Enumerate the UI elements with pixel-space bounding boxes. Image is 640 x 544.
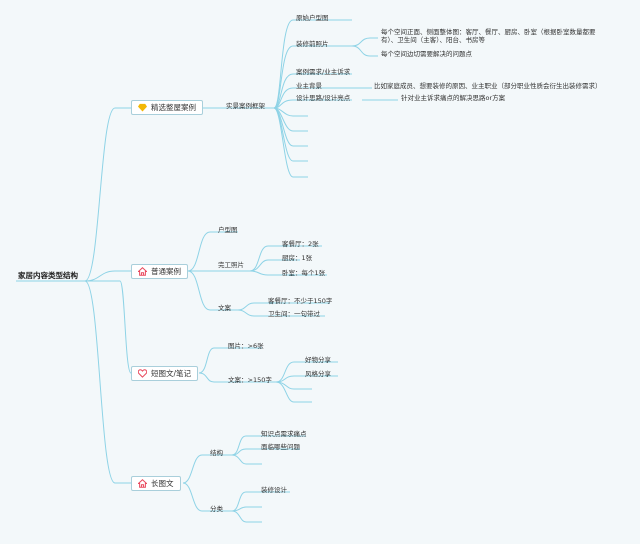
node-images[interactable]: 图片：>6张	[228, 342, 264, 350]
connector	[182, 454, 232, 484]
node-photos-bedroom[interactable]: 卧室：每个1张	[282, 269, 326, 277]
node-category[interactable]: 分类	[210, 505, 223, 513]
connector	[351, 45, 378, 57]
connector	[237, 309, 325, 317]
connector	[249, 270, 327, 276]
connector	[273, 107, 308, 178]
connector	[231, 491, 290, 512]
node-before-photos-detail-2[interactable]: 每个空间边切需要解决的问题点	[381, 50, 472, 58]
connector	[198, 347, 262, 374]
node-finished-photos[interactable]: 完工照片	[218, 261, 244, 269]
connector	[84, 280, 131, 484]
node-owner-requirements[interactable]: 案例需求/业主诉求	[296, 68, 351, 76]
node-photos-living[interactable]: 客餐厅：2张	[282, 240, 319, 248]
node-floorplan[interactable]: 户型图	[218, 226, 238, 234]
connector	[231, 448, 300, 456]
node-product-share[interactable]: 好物分享	[305, 356, 331, 364]
node-before-photos-detail-1[interactable]: 每个空间正面、侧面整体图：客厅、餐厅、厨房、卧室（根据卧室数量都要有）、卫生间（…	[381, 28, 596, 44]
node-copywriting[interactable]: 文案	[218, 304, 231, 312]
connector	[231, 506, 262, 512]
connector	[182, 482, 232, 512]
connector	[275, 381, 312, 390]
node-problems[interactable]: 面临哪些问题	[261, 443, 300, 451]
node-owner-background[interactable]: 业主背景	[296, 82, 322, 90]
connector	[273, 99, 352, 109]
connector	[275, 381, 312, 403]
node-copy-bathroom[interactable]: 卫生间：一句带过	[268, 310, 320, 318]
root-topic[interactable]: 家居内容类型结构	[18, 271, 78, 280]
node-style-share[interactable]: 风格分享	[305, 370, 331, 378]
connector	[273, 107, 308, 147]
branch-label: 普通案例	[151, 267, 181, 276]
node-floorplan[interactable]: 原始户型图	[296, 14, 329, 22]
connector	[198, 372, 276, 383]
node-copywriting[interactable]: 文案：>150字	[228, 376, 272, 384]
home-icon	[138, 267, 147, 276]
node-copy-living[interactable]: 客餐厅：不少于150字	[268, 297, 333, 305]
diamond-icon	[138, 103, 147, 112]
branch-label: 长图文	[151, 479, 174, 488]
node-design-ideas[interactable]: 设计思路/设计亮点	[296, 94, 351, 102]
branch-label: 短图文/笔记	[151, 369, 192, 378]
node-before-photos[interactable]: 装修前照片	[296, 40, 329, 48]
connector	[84, 270, 131, 282]
branch-short-post[interactable]: 短图文/笔记	[131, 366, 199, 381]
node-design-ideas-detail[interactable]: 针对业主诉求痛点的解决思路or方案	[401, 94, 506, 102]
node-pain-points[interactable]: 知识点需求痛点	[261, 430, 307, 438]
node-owner-background-detail[interactable]: 比如家庭成员、想要装修的原因、业主职业（部分职业性质会衍生出装修需求）	[374, 82, 602, 90]
branch-regular-case[interactable]: 普通案例	[131, 264, 188, 279]
connector	[85, 280, 132, 374]
connector	[84, 107, 131, 282]
branch-featured-case[interactable]: 精选整屋案例	[131, 100, 203, 115]
connector	[187, 231, 238, 272]
node-photos-kitchen[interactable]: 厨房：1张	[282, 254, 313, 262]
connector	[351, 37, 378, 47]
connector	[273, 45, 352, 109]
node-renovation-design[interactable]: 装修设计	[261, 486, 287, 494]
subtopic-case-framework[interactable]: 实景案例框架	[226, 102, 265, 110]
connector	[231, 510, 262, 523]
connector	[231, 454, 262, 465]
node-structure[interactable]: 结构	[210, 449, 223, 457]
branch-label: 精选整屋案例	[151, 103, 196, 112]
heart-icon	[138, 369, 147, 378]
home-icon	[138, 479, 147, 488]
branch-long-post[interactable]: 长图文	[131, 476, 181, 491]
connector	[249, 259, 300, 272]
connector	[187, 270, 238, 311]
